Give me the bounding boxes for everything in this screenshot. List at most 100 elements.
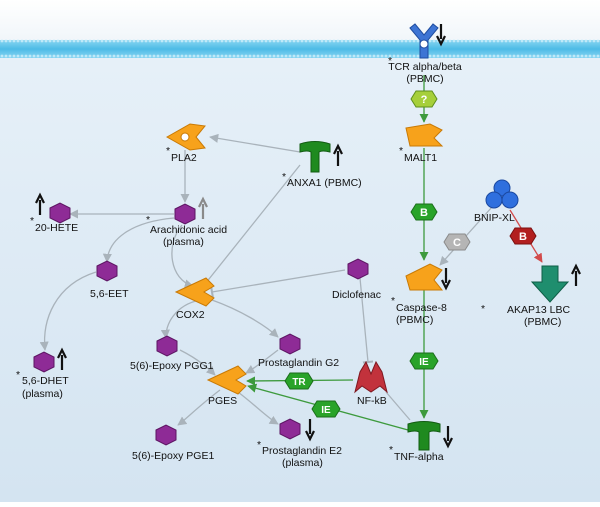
edge-diclofenac-nfkb: [359, 277, 374, 364]
badge-b1-label: B: [420, 207, 428, 219]
hete-marker: *: [30, 215, 34, 227]
diclofenac-label: Diclofenac: [332, 289, 381, 301]
pge2-label-2: (plasma): [282, 457, 323, 469]
edge-pgg2-pges: [245, 349, 279, 374]
pgg1-metabolite-icon: [156, 335, 178, 357]
edge-cox2-pgg2: [211, 299, 279, 338]
arachidonic-label: Arachidonic acid: [150, 224, 227, 236]
badge-tr: TR: [284, 372, 314, 390]
pgg2-label: Prostaglandin G2: [258, 357, 339, 369]
tcr-receptor-icon: [409, 23, 439, 59]
arachidonic-label-2: (plasma): [163, 236, 204, 248]
caspase8-trend-down-icon: [441, 268, 451, 291]
anxa1-label: ANXA1 (PBMC): [287, 177, 362, 189]
pges-label: PGES: [208, 395, 237, 407]
caspase8-label: Caspase-8: [396, 302, 447, 314]
dhet-metabolite-icon: [33, 351, 55, 373]
malt1-marker: *: [399, 145, 403, 157]
tcr-label: TCR alpha/beta: [388, 61, 462, 73]
nfkb-label: NF-kB: [357, 395, 387, 407]
pla2-enzyme-icon: [165, 123, 206, 151]
edge-arachidonic-cox2: [171, 224, 194, 289]
dhet-label-2: (plasma): [22, 388, 63, 400]
arachidonic-marker: *: [146, 214, 150, 226]
extracellular-region: [0, 0, 600, 40]
dhet-label: 5,6-DHET: [22, 375, 69, 387]
anxa1-inhibitor-icon: [299, 141, 331, 173]
eet-metabolite-icon: [96, 260, 118, 282]
edge-eet-dhet: [39, 271, 97, 351]
caspase8-label-2: (PBMC): [396, 314, 433, 326]
pge1-metabolite-icon: [155, 424, 177, 446]
node-icons: [33, 23, 570, 451]
pge2-trend-down-icon: [305, 419, 315, 442]
edge-pges-pge2: [237, 391, 279, 425]
hete-trend-up-icon: [35, 192, 45, 215]
akap13-tf-icon: [530, 265, 570, 303]
tcr-label-2: (PBMC): [406, 73, 443, 85]
bnipxl-label: BNIP-XL: [474, 212, 515, 224]
tnf-trend-down-icon: [443, 426, 453, 449]
caspase8-marker: *: [391, 295, 395, 307]
edge-anxa1-pla2: [209, 133, 301, 153]
malt1-protease-icon: [405, 123, 444, 147]
edge-cox2-pgg1: [160, 299, 201, 339]
tcr-trend-down-icon: [436, 24, 446, 47]
badge-ie1: IE: [409, 352, 439, 370]
cytoplasm-region: [0, 58, 600, 502]
badge-ie1-label: IE: [419, 357, 429, 368]
pge2-label: Prostaglandin E2: [262, 445, 342, 457]
pgg2-metabolite-icon: [279, 333, 301, 355]
pges-enzyme-icon: [206, 365, 247, 395]
dhet-trend-up-icon: [57, 347, 67, 370]
badge-b2-label: B: [519, 231, 527, 243]
edge-pgg1-pges: [179, 349, 216, 376]
cox2-enzyme-icon: [174, 277, 215, 307]
nfkb-tf-icon: [354, 360, 388, 394]
badge-b2: B: [509, 227, 537, 245]
dhet-marker: *: [16, 369, 20, 381]
akap13-marker: *: [481, 303, 485, 315]
pgg1-label: 5(6)-Epoxy PGG1: [130, 360, 214, 372]
tnf-label: TNF-alpha: [394, 451, 444, 463]
hete-metabolite-icon: [49, 202, 71, 224]
edge-arachidonic-eet: [102, 217, 175, 263]
caspase8-protease-icon: [405, 263, 444, 291]
badge-ie2-label: IE: [321, 405, 331, 416]
membrane-texture: [0, 39, 600, 58]
akap13-label-2: (PBMC): [524, 316, 561, 328]
pge2-marker: *: [257, 439, 261, 451]
tnf-marker: *: [389, 444, 393, 456]
badge-q: ?: [410, 90, 438, 108]
pla2-label: PLA2: [171, 152, 197, 164]
badge-c: C: [443, 233, 471, 251]
pge1-label: 5(6)-Epoxy PGE1: [132, 450, 214, 462]
arachidonic-metabolite-icon: [174, 203, 196, 225]
anxa1-trend-up-icon: [333, 143, 343, 166]
hete-label: 20-HETE: [35, 222, 78, 234]
eet-label: 5,6-EET: [90, 288, 129, 300]
akap13-label: AKAP13 LBC: [507, 304, 570, 316]
edge-diclofenac-cox2: [210, 269, 346, 298]
tnf-inhibitor-icon: [407, 421, 441, 451]
edge-pges-pge1: [177, 389, 221, 426]
anxa1-marker: *: [282, 171, 286, 183]
bnipxl-complex-icon: [485, 179, 519, 209]
badge-b1: B: [410, 203, 438, 221]
edge-tnf-nfkb: [385, 391, 411, 421]
trend-arrows: [35, 24, 581, 449]
badge-q-label: ?: [421, 94, 428, 106]
malt1-label: MALT1: [404, 152, 437, 164]
arachidonic-trend-up-icon: [198, 196, 208, 219]
diclofenac-metabolite-icon: [347, 258, 369, 280]
cox2-label: COX2: [176, 309, 205, 321]
edge-anxa1-cox2: [200, 164, 301, 289]
badge-ie2: IE: [311, 400, 341, 418]
badge-c-label: C: [453, 237, 461, 249]
cell-membrane: [0, 40, 600, 58]
badge-tr-label: TR: [292, 377, 306, 388]
edge-badges: ? B C B IE TR IE: [284, 90, 537, 418]
tcr-marker: *: [388, 55, 392, 67]
